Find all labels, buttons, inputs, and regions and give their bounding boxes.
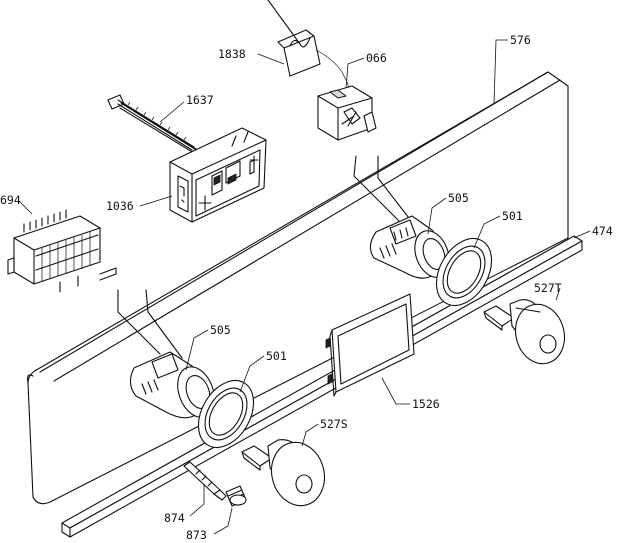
timer-glass-1526 <box>325 293 415 397</box>
bezel-ring-501-right <box>435 238 493 306</box>
label-1637: 1637 <box>186 93 214 107</box>
label-1036: 1036 <box>106 199 134 213</box>
thermostat-probe-1838 <box>267 0 349 93</box>
label-501-left: 501 <box>266 349 287 363</box>
label-527S: 527S <box>320 417 348 431</box>
selector-switch-694 <box>7 209 117 293</box>
label-694: 694 <box>0 193 21 207</box>
lamp-holder-505-left <box>117 289 215 419</box>
thermostat-066 <box>317 85 377 141</box>
timer-module-1036 <box>169 127 267 223</box>
knob-527T <box>483 299 565 365</box>
bezel-ring-501-left <box>197 380 255 448</box>
label-505-right: 505 <box>448 191 469 205</box>
screw-874 <box>183 461 227 501</box>
leader-lines <box>17 39 591 535</box>
label-1526: 1526 <box>412 397 440 411</box>
label-576: 576 <box>510 33 531 47</box>
wire-harness-1637 <box>107 94 199 154</box>
label-527T: 527T <box>534 281 562 295</box>
knob-527S <box>241 439 325 507</box>
spring-873 <box>225 485 247 507</box>
label-474: 474 <box>592 224 613 238</box>
part-labels: 576 1838 066 1637 1036 694 505 501 474 5… <box>0 33 613 542</box>
lamp-holder-505-right <box>353 155 450 279</box>
label-501-right: 501 <box>502 209 523 223</box>
label-505-left: 505 <box>210 323 231 337</box>
label-874: 874 <box>164 511 185 525</box>
label-1838: 1838 <box>218 47 246 61</box>
label-873: 873 <box>186 528 207 542</box>
label-066: 066 <box>366 51 387 65</box>
